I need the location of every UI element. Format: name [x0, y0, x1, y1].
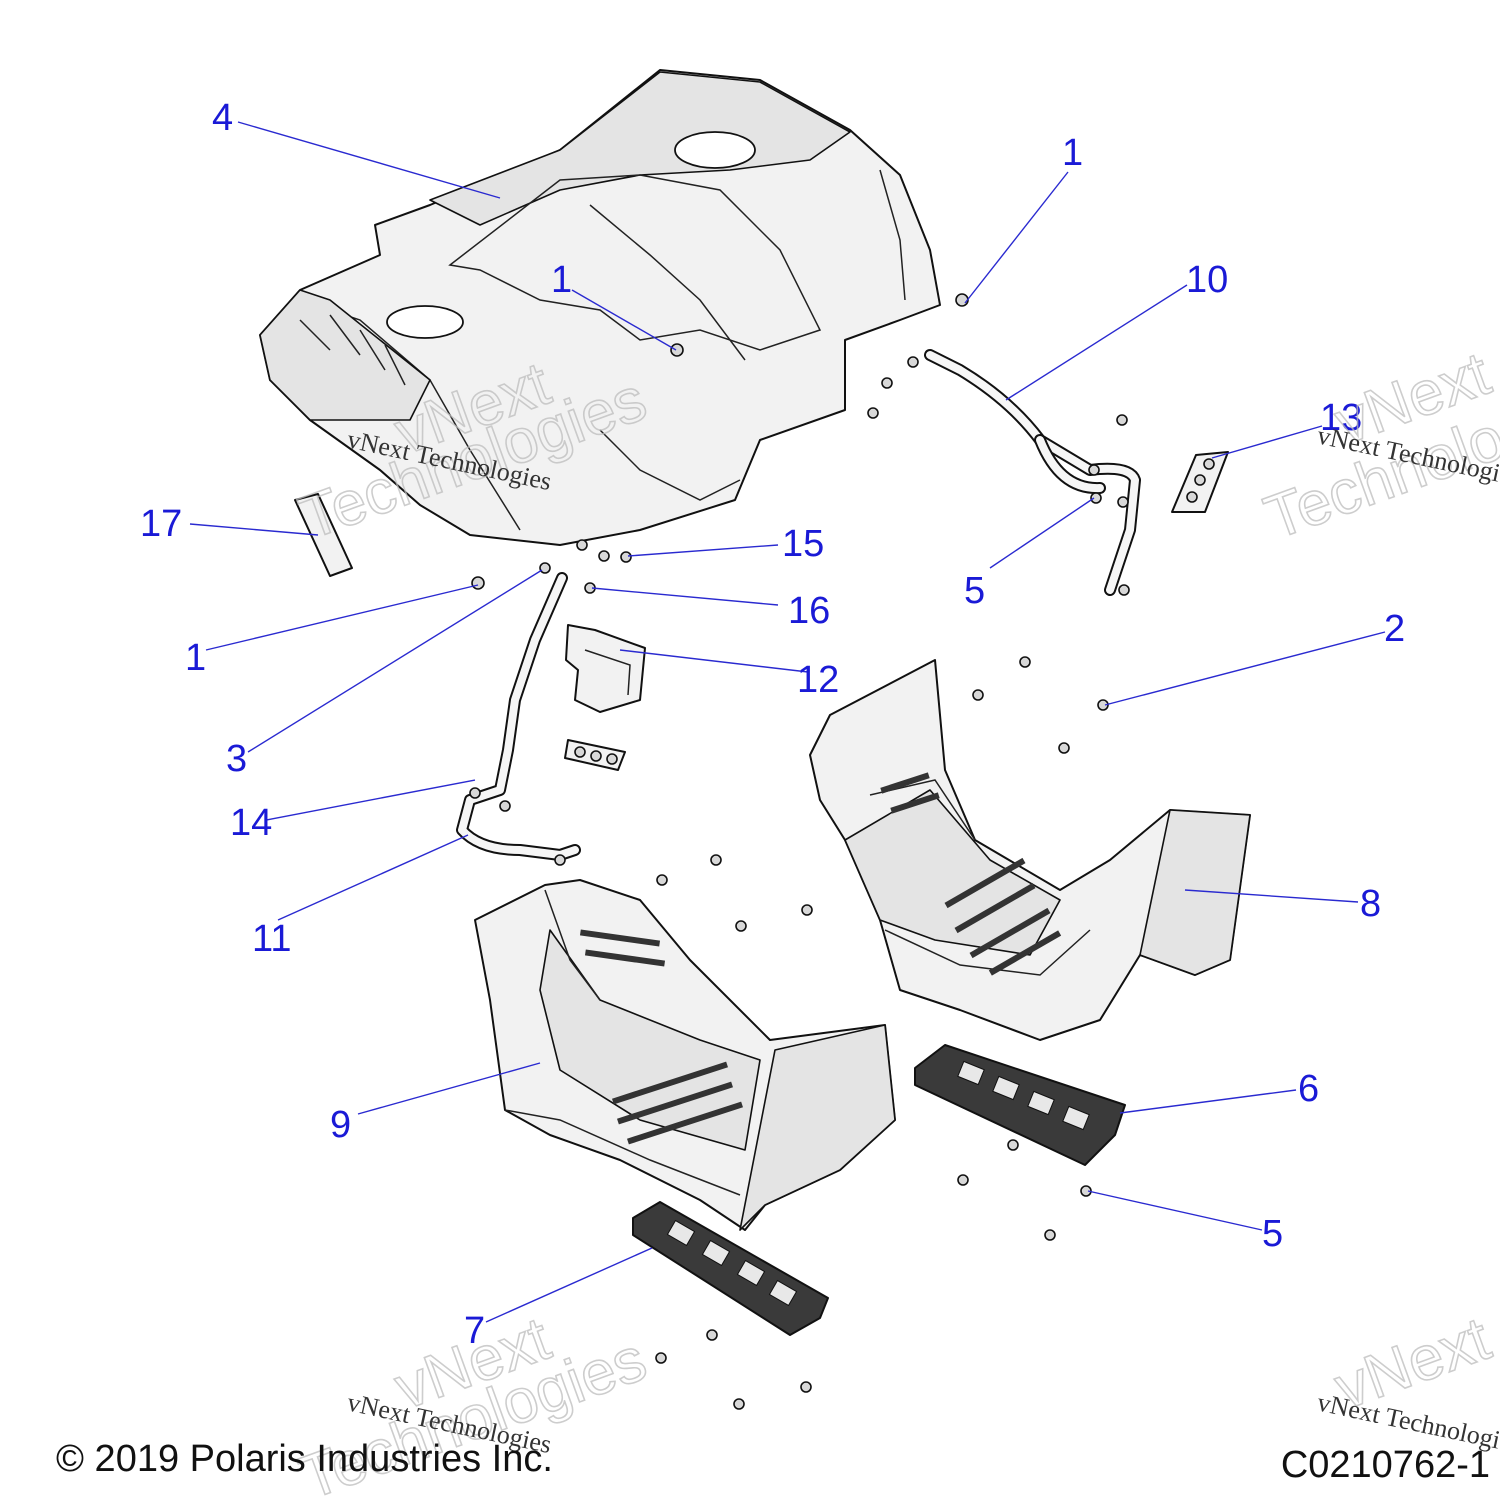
callout-17: 17 — [140, 503, 182, 545]
strip-17 — [294, 493, 353, 577]
mount-strip-left — [564, 739, 626, 771]
callout-14: 14 — [230, 802, 272, 844]
callout-12: 12 — [797, 659, 839, 701]
callout-labels: 4 1 1 10 13 17 15 5 16 1 2 12 3 14 8 11 … — [140, 97, 1405, 1352]
callout-15: 15 — [782, 523, 824, 565]
callout-5: 5 — [1262, 1213, 1283, 1255]
callout-3: 3 — [226, 738, 247, 780]
bracket-12 — [565, 624, 646, 713]
leader-7 — [485, 1247, 653, 1323]
drawing-number: C0210762-1 — [1280, 1444, 1490, 1486]
leader-9 — [357, 1062, 541, 1115]
callout-8: 8 — [1360, 883, 1381, 925]
leader-10 — [1005, 284, 1188, 401]
callout-11: 11 — [252, 918, 291, 960]
leader-11 — [277, 834, 469, 921]
callout-9: 9 — [330, 1104, 351, 1146]
leader-1-top-right — [964, 171, 1069, 304]
callout-16: 16 — [788, 590, 830, 632]
footwell-left — [474, 879, 896, 1231]
callout-13: 13 — [1320, 397, 1362, 439]
callout-7: 7 — [464, 1310, 485, 1352]
callout-10: 10 — [1186, 259, 1228, 301]
copyright-notice: © 2019 Polaris Industries Inc. — [56, 1438, 553, 1480]
grab-bar-left — [456, 572, 581, 861]
leader-13 — [1211, 425, 1323, 459]
grab-bar-right — [924, 349, 1141, 596]
mount-strip-13 — [1171, 451, 1229, 513]
leader-4 — [237, 121, 501, 199]
leader-12 — [619, 649, 809, 673]
leader-1-left — [205, 584, 479, 651]
rear-fender-assembly — [259, 69, 941, 546]
leader-lines — [189, 121, 1386, 1323]
leader-6 — [1119, 1089, 1297, 1114]
callout-4: 4 — [212, 97, 233, 139]
callout-2: 2 — [1384, 608, 1405, 650]
leader-3 — [247, 569, 543, 753]
leader-17 — [189, 523, 319, 536]
callout-6: 6 — [1298, 1068, 1319, 1110]
leader-5-top — [989, 497, 1095, 569]
fasteners — [469, 293, 1130, 1410]
footrest-right — [914, 1044, 1126, 1166]
callout-1: 1 — [185, 637, 206, 679]
leader-2 — [1104, 631, 1386, 706]
leader-8 — [1184, 889, 1359, 903]
leader-1-top-center — [571, 289, 677, 351]
leader-14 — [265, 779, 476, 821]
footrest-left — [632, 1201, 829, 1336]
leader-15 — [627, 544, 779, 557]
callout-5: 5 — [964, 570, 985, 612]
leader-16 — [591, 587, 779, 606]
callout-1: 1 — [1062, 132, 1083, 174]
leader-5-bottom — [1087, 1190, 1263, 1231]
footwell-right — [809, 659, 1251, 1041]
callout-1: 1 — [551, 259, 572, 301]
